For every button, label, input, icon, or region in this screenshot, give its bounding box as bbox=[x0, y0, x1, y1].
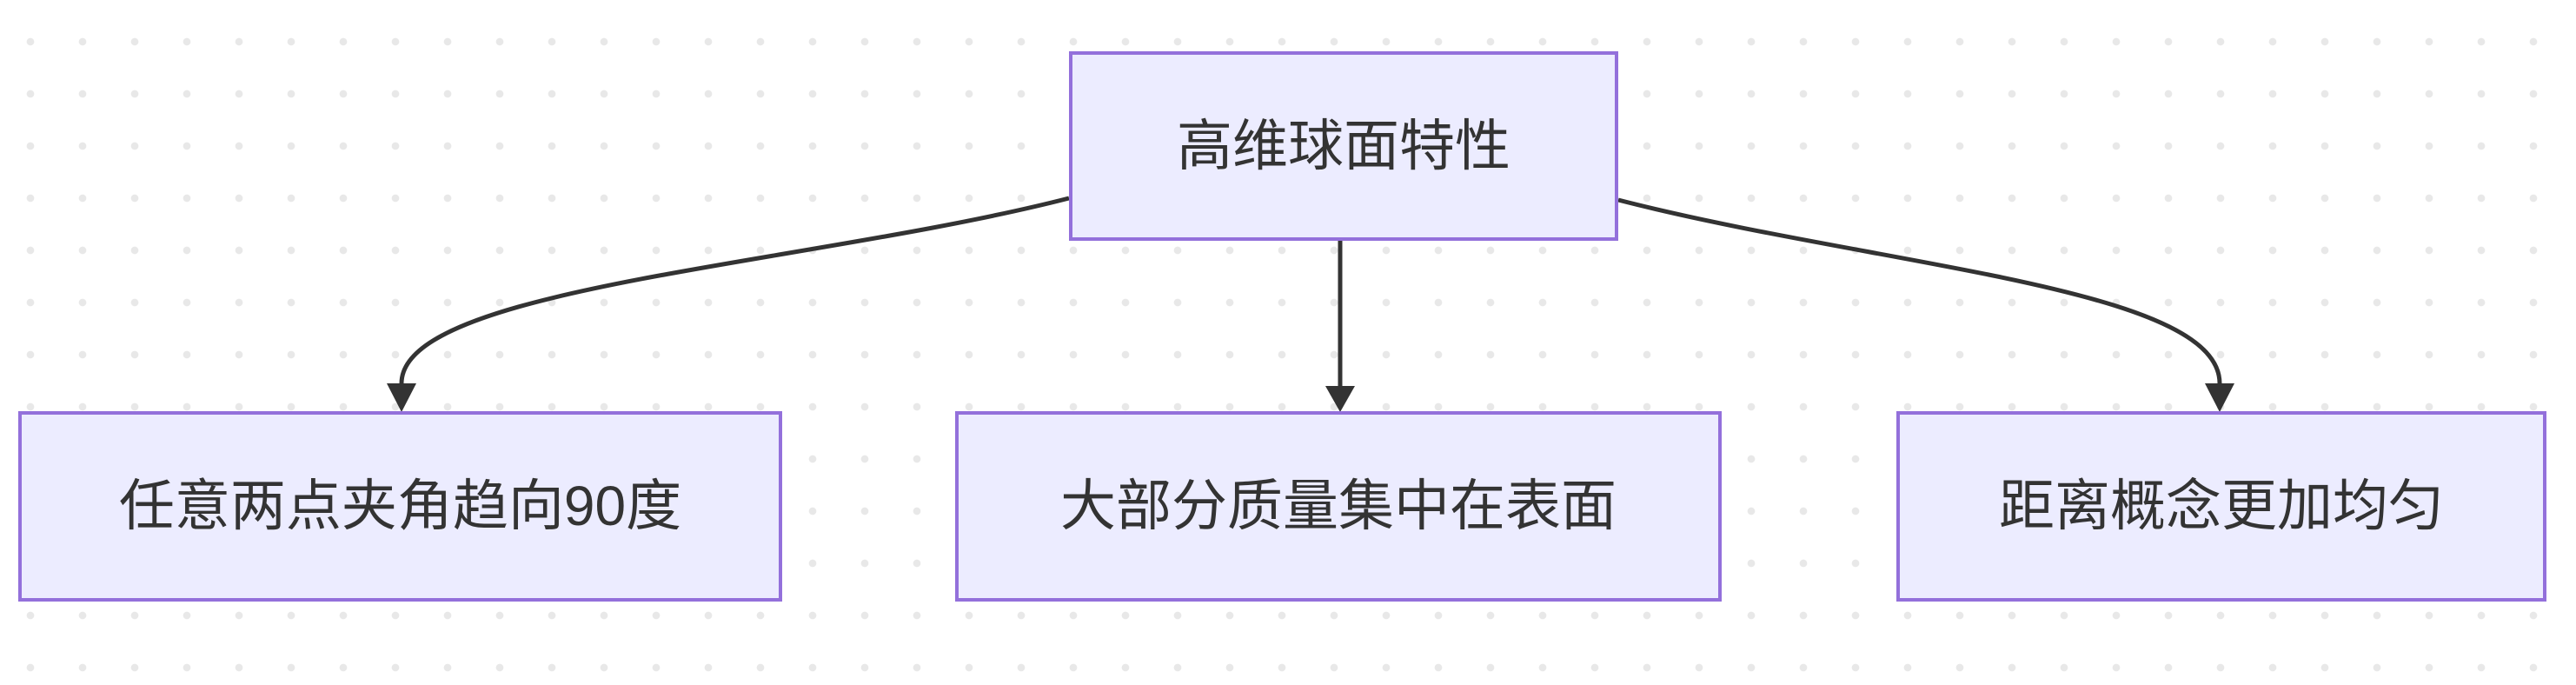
node-distance: 距离概念更加均匀 bbox=[1896, 411, 2546, 602]
node-angle: 任意两点夹角趋向90度 bbox=[18, 411, 782, 602]
node-mass-label: 大部分质量集中在表面 bbox=[1060, 475, 1617, 538]
node-distance-label: 距离概念更加均匀 bbox=[1999, 475, 2444, 538]
arrowhead-root-angle bbox=[387, 383, 416, 412]
edge-root-angle bbox=[399, 196, 1070, 384]
node-angle-label: 任意两点夹角趋向90度 bbox=[118, 475, 682, 538]
edge-root-distance bbox=[1617, 197, 2222, 384]
node-root: 高维球面特性 bbox=[1069, 51, 1618, 241]
node-root-label: 高维球面特性 bbox=[1177, 114, 1510, 177]
arrowhead-root-mass bbox=[1325, 386, 1355, 412]
node-mass: 大部分质量集中在表面 bbox=[955, 411, 1722, 602]
arrowhead-root-distance bbox=[2205, 383, 2234, 412]
